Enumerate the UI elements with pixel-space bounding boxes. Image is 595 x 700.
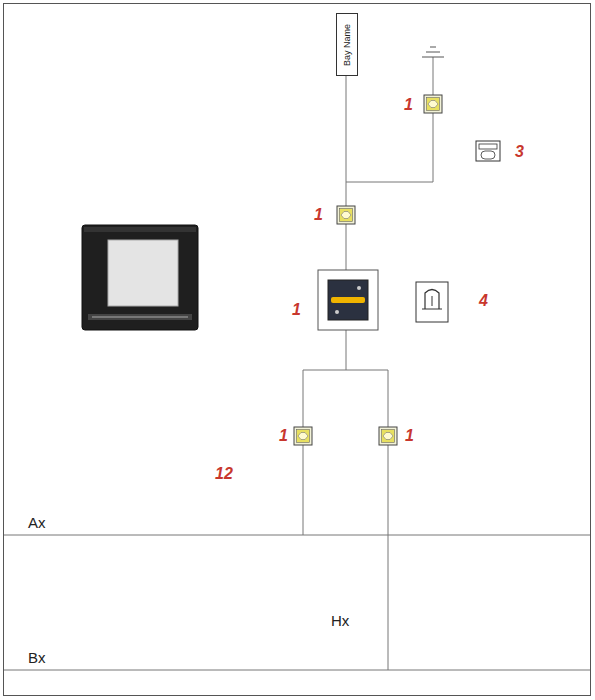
rotary-switch (318, 270, 378, 330)
feeder-wire (346, 76, 347, 145)
indicator-symbol (379, 427, 397, 445)
meter-panel (82, 225, 198, 330)
relay-icon (476, 141, 500, 161)
callout-number: 1 (292, 302, 301, 318)
bay-name-box: Bay Name (336, 13, 358, 76)
callout-number: 3 (515, 144, 524, 160)
feeder-wires (303, 57, 433, 670)
bus-label: Ax (28, 515, 46, 530)
callout-number: 1 (279, 428, 288, 444)
earth-symbol (422, 47, 444, 57)
indicator-symbol (424, 95, 442, 113)
bay-name-text: Bay Name (342, 23, 352, 65)
busbar-a (4, 535, 590, 536)
bus-label: Hx (331, 613, 349, 628)
busbar-b (4, 670, 590, 671)
callout-number: 12 (215, 466, 233, 482)
callout-number: 1 (404, 97, 413, 113)
callout-number: 1 (405, 428, 414, 444)
indicator-symbol (337, 206, 355, 224)
callout-number: 4 (479, 293, 488, 309)
callout-number: 1 (314, 207, 323, 223)
frame (4, 4, 591, 696)
switch-icon (416, 282, 448, 322)
indicator-symbol (294, 427, 312, 445)
bus-label: Bx (28, 650, 46, 665)
